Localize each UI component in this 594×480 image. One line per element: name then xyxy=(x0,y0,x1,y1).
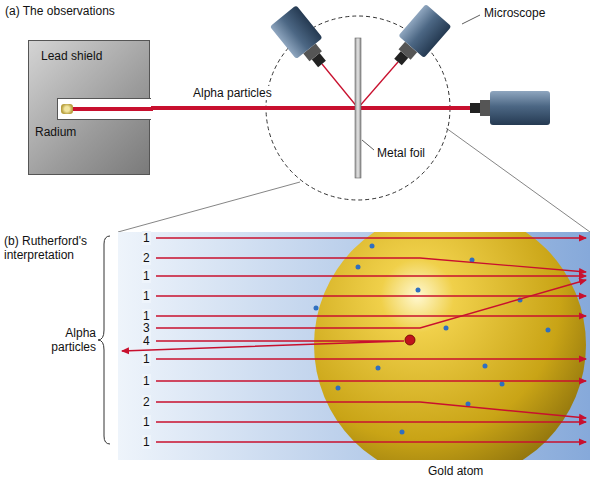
callout-number: 2 xyxy=(142,251,151,265)
leader-line xyxy=(362,140,374,150)
lead-shield: Lead shieldRadium xyxy=(28,40,150,175)
text-label: (b) Rutherford's interpretation xyxy=(4,234,100,262)
alpha-paths xyxy=(122,238,586,442)
scatter-ray xyxy=(322,64,358,108)
callout-number: 1 xyxy=(142,435,151,449)
callout-number: 1 xyxy=(142,289,151,303)
callout-number: 1 xyxy=(142,352,151,366)
leader-line xyxy=(462,15,480,24)
zoom-line xyxy=(118,182,300,232)
nucleus xyxy=(405,335,415,345)
callout-number: 1 xyxy=(142,374,151,388)
alpha-beam xyxy=(73,107,153,111)
text-label: (a) The observations xyxy=(5,4,115,18)
text-label: Alpha particles xyxy=(36,326,96,354)
electrons xyxy=(314,244,551,435)
text-label: Microscope xyxy=(483,6,546,20)
callout-number: 4 xyxy=(142,334,151,348)
scatter-ray xyxy=(358,62,398,108)
microscope xyxy=(470,91,550,125)
microscope xyxy=(270,5,335,75)
zoom-line xyxy=(446,128,590,232)
node-title: Lead shield xyxy=(41,49,102,63)
callout-number: 3 xyxy=(142,321,151,335)
callout-number: 1 xyxy=(142,269,151,283)
callout-number: 1 xyxy=(142,415,151,429)
metal-foil xyxy=(355,38,361,178)
shield-slot xyxy=(57,98,151,120)
text-label: Metal foil xyxy=(376,146,426,160)
callout-number: 2 xyxy=(142,395,151,409)
bracket xyxy=(98,236,110,444)
text-label: Alpha particles xyxy=(192,86,273,100)
microscope xyxy=(385,4,451,73)
text-label: Gold atom xyxy=(428,464,483,478)
callout-number: 1 xyxy=(142,231,151,245)
gold-atom xyxy=(314,232,586,460)
alpha-beam xyxy=(150,106,470,110)
radium-sample xyxy=(61,104,73,114)
node-label: Radium xyxy=(35,125,76,139)
